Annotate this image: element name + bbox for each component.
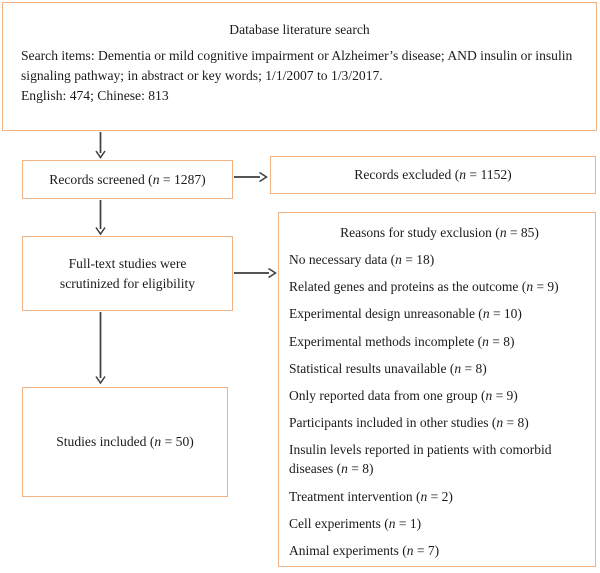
arrow-screened-to-fulltext xyxy=(95,200,106,236)
records-screened-label: Records screened (n = 1287) xyxy=(49,171,206,187)
arrow-fulltext-to-included xyxy=(95,312,106,385)
language-counts-text: English: 474; Chinese: 813 xyxy=(21,88,169,103)
fulltext-scrutinized-box: Full-text studies were scrutinized for e… xyxy=(22,236,233,311)
reason-item: Related genes and proteins as the outcom… xyxy=(289,279,559,295)
arrow-screened-to-excluded xyxy=(234,171,268,183)
studies-included-label: Studies included (n = 50) xyxy=(56,434,194,449)
database-search-box: Database literature search Search items:… xyxy=(2,2,597,131)
database-search-title: Database literature search xyxy=(229,22,370,37)
studies-included-box: Studies included (n = 50) xyxy=(22,387,228,497)
fulltext-scrutinized-label: Full-text studies were scrutinized for e… xyxy=(59,255,196,291)
reason-item: Statistical results unavailable (n = 8) xyxy=(289,360,487,376)
reason-item: Only reported data from one group (n = 9… xyxy=(289,387,518,403)
reason-item: Cell experiments (n = 1) xyxy=(289,515,422,531)
reason-item: Participants included in other studies (… xyxy=(289,415,529,431)
records-excluded-label: Records excluded (n = 1152) xyxy=(354,167,512,182)
reason-item: Animal experiments (n = 7) xyxy=(289,542,440,558)
exclusion-reasons-box: Reasons for study exclusion (n = 85) No … xyxy=(278,212,596,567)
reason-item: Experimental methods incomplete (n = 8) xyxy=(289,333,515,349)
exclusion-reasons-title: Reasons for study exclusion (n = 85) xyxy=(340,225,539,240)
reason-item: Insulin levels reported in patients with… xyxy=(289,442,552,477)
reason-item: Treatment intervention (n = 2) xyxy=(289,488,453,504)
records-screened-box: Records screened (n = 1287) xyxy=(22,160,233,199)
reason-item: No necessary data (n = 18) xyxy=(289,252,435,267)
arrow-fulltext-to-reasons xyxy=(234,267,277,279)
reason-item: Experimental design unreasonable (n = 10… xyxy=(289,306,522,322)
arrow-top-to-screened xyxy=(95,132,106,159)
search-items-text: Search items: Dementia or mild cognitive… xyxy=(21,48,573,83)
records-excluded-box: Records excluded (n = 1152) xyxy=(270,156,596,194)
